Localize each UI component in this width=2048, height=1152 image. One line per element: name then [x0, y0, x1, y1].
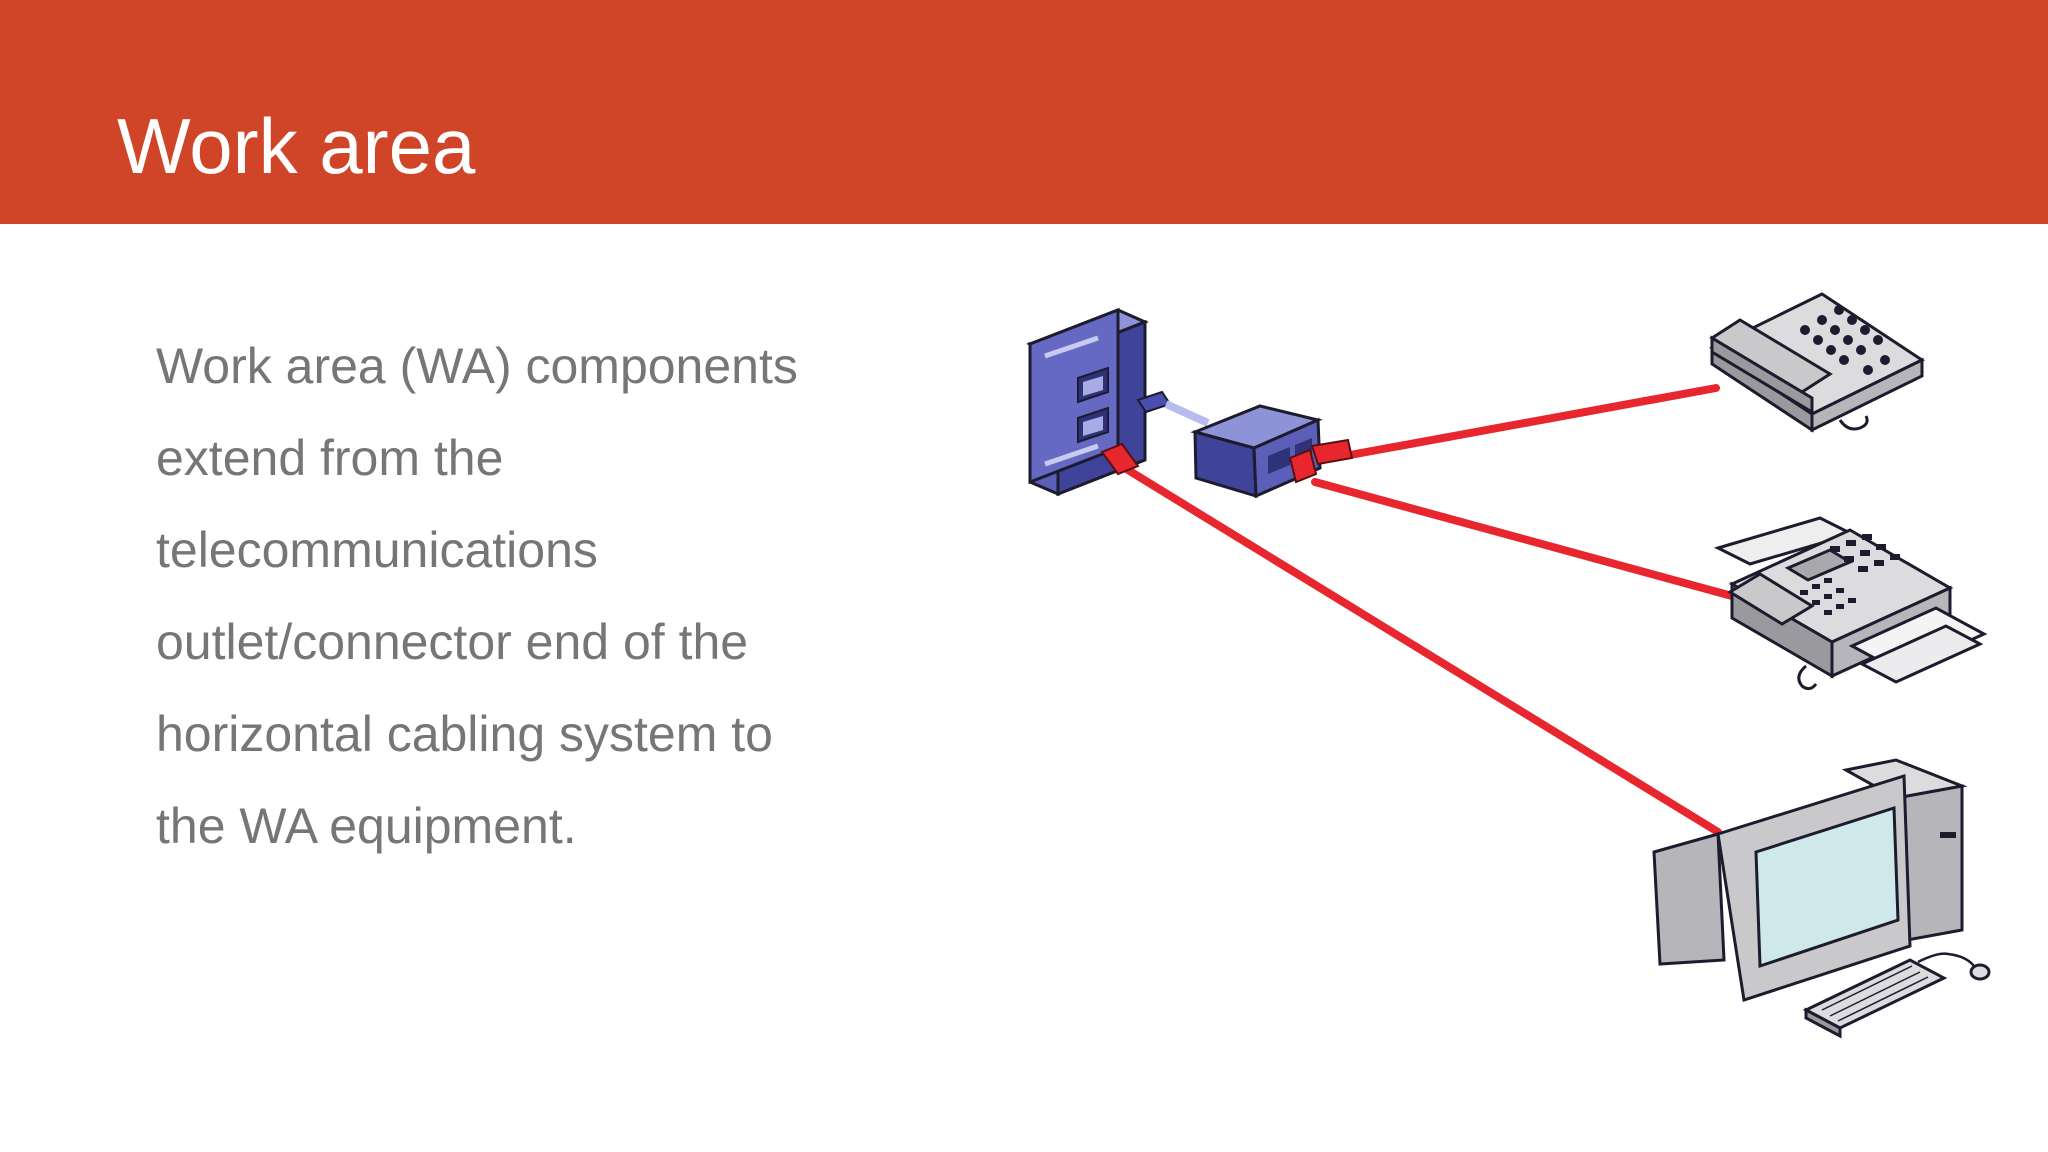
title-bar: Work area — [0, 0, 2048, 224]
cable-to-computer — [1124, 466, 1722, 836]
keyboard-keys — [1821, 965, 1929, 1022]
body-line: outlet/connector end of the — [156, 614, 749, 670]
body-line: extend from the — [156, 430, 504, 486]
fax-machine-icon — [1713, 516, 1988, 691]
wall-outlet-icon — [1026, 307, 1210, 497]
cables — [1124, 384, 1736, 836]
body-line: the WA equipment. — [156, 798, 577, 854]
cable-to-fax — [1311, 478, 1736, 600]
fax-keypad — [1800, 534, 1900, 615]
slide-title: Work area — [117, 102, 476, 190]
telephone-icon — [1708, 292, 1926, 433]
body-line: telecommunications — [156, 522, 598, 578]
keypad — [1800, 305, 1890, 375]
body-line: Work area (WA) components — [156, 338, 798, 394]
body-line: horizontal cabling system to — [156, 706, 773, 762]
desktop-computer-icon — [1652, 758, 1991, 1039]
body-text: Work area (WA) components extend from th… — [156, 320, 798, 872]
splitter-adapter-icon — [1190, 404, 1354, 499]
cable-to-telephone — [1346, 384, 1720, 459]
